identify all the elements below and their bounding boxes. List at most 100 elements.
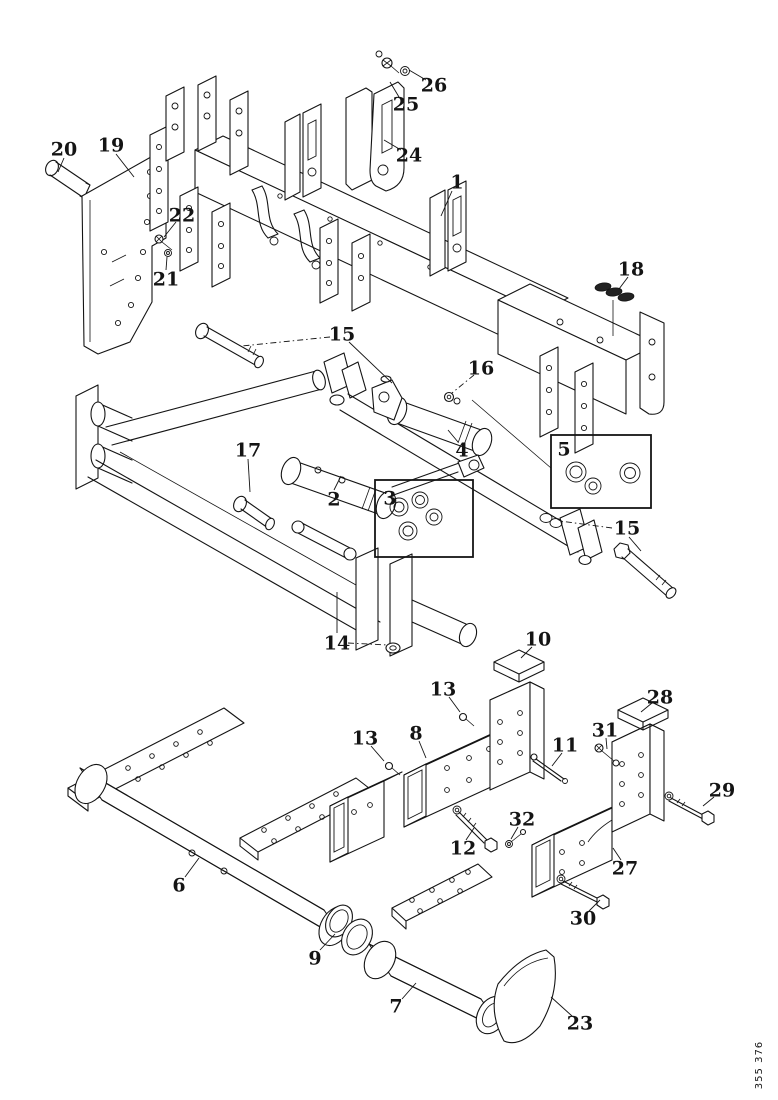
callout-26: 26 (421, 75, 447, 97)
callout-1: 1 (450, 172, 463, 194)
callout-19: 19 (98, 135, 124, 157)
callout-32: 32 (509, 809, 535, 831)
part-30-bolt (556, 874, 610, 910)
part-13-bolt-upper (458, 712, 475, 727)
part-27-bracket (531, 723, 665, 898)
part-18-washers (594, 282, 635, 336)
callout-7-leader-0 (401, 982, 417, 1000)
callout-6-leader-0 (184, 857, 200, 878)
part-29-bolt (664, 791, 715, 826)
part-15-pin-front (195, 322, 264, 369)
callout-32-leader-0 (510, 826, 519, 840)
callout-10: 10 (525, 629, 551, 651)
callout-3: 3 (383, 488, 396, 510)
callout-25-leader-0 (389, 81, 400, 98)
part-2-cylinder (280, 454, 485, 561)
callout-15-leader-0 (241, 336, 331, 347)
hardware-bolts (384, 712, 715, 910)
callout-15-leader-1 (348, 341, 393, 384)
callout-16-leader-0 (451, 374, 475, 394)
callout-23-leader-0 (550, 996, 573, 1017)
callout-7: 7 (389, 996, 402, 1018)
callout-15: 15 (614, 518, 640, 540)
callout-15-leader-0 (559, 520, 613, 529)
callout-12-leader-0 (465, 827, 475, 841)
callout-12: 12 (450, 838, 476, 860)
callout-5: 5 (557, 439, 570, 461)
part-17-pin (233, 495, 275, 531)
part-7-tube (363, 863, 509, 1035)
inset-box-5 (471, 399, 652, 509)
part-11-bolt (530, 753, 568, 784)
callout-1-leader-0 (440, 190, 453, 217)
part-16-cross (443, 391, 461, 405)
callout-16: 16 (468, 358, 494, 380)
part-20-pin (45, 159, 91, 199)
callout-20: 20 (51, 139, 77, 161)
callout-27: 27 (612, 858, 638, 880)
callout-10-leader-0 (520, 646, 533, 659)
part-25-26-fasteners (375, 50, 410, 76)
callout-29-leader-0 (702, 796, 715, 807)
part-1-main-frame (149, 75, 569, 355)
part-10-cap (493, 649, 545, 683)
callout-24: 24 (396, 145, 422, 167)
part-15-pin-rear (539, 513, 677, 599)
callout-30-leader-0 (588, 899, 601, 912)
part-32-bolt (505, 828, 527, 848)
callout-17: 17 (235, 440, 261, 462)
callout-9: 9 (308, 948, 321, 970)
callout-8-leader-0 (418, 740, 427, 759)
callout-23: 23 (567, 1013, 593, 1035)
figure-number: 355 376 (754, 1041, 765, 1089)
callout-14: 14 (324, 633, 350, 655)
part-31-bolt (594, 743, 620, 767)
callout-29: 29 (709, 780, 735, 802)
lower-frame-assembly (75, 352, 603, 657)
callout-27-leader-0 (612, 847, 622, 861)
callout-26-leader-0 (408, 69, 427, 81)
callout-22: 22 (169, 205, 195, 227)
part-24-bracket (345, 81, 405, 192)
part-13-bolt-lower (384, 761, 401, 776)
callout-11: 11 (552, 735, 578, 757)
callout-30: 30 (570, 908, 596, 930)
callout-31-leader-0 (605, 737, 608, 750)
receiver-tube-stub (329, 771, 403, 863)
callout-19-leader-0 (115, 153, 135, 178)
part-19-bracket (81, 152, 167, 355)
callout-28: 28 (647, 687, 673, 709)
callout-8: 8 (409, 723, 422, 745)
part-21-22-fasteners (154, 234, 173, 257)
part-9-cap (325, 904, 373, 956)
callout-11-leader-0 (551, 752, 563, 767)
callout-28-leader-0 (640, 702, 653, 713)
callout-13-leader-0 (370, 745, 385, 762)
part-12-bolt (452, 805, 498, 853)
callout-4-leader-0 (447, 429, 459, 443)
callout-20-leader-0 (57, 157, 65, 173)
part-23-shield (493, 949, 556, 1044)
callout-15: 15 (329, 324, 355, 346)
callout-31: 31 (592, 720, 618, 742)
callout-18-leader-0 (618, 276, 629, 290)
callout-21-leader-0 (165, 256, 168, 271)
callout-18: 18 (618, 259, 644, 281)
callout-25: 25 (393, 94, 419, 116)
part-4-cylinder (371, 375, 493, 457)
inset-box-3 (374, 479, 474, 558)
part-6-weldment (67, 707, 375, 947)
callout-24-leader-0 (383, 139, 402, 151)
callout-6: 6 (172, 875, 185, 897)
part-1-right-end (497, 283, 665, 454)
callout-17-leader-0 (247, 458, 251, 493)
callout-9-leader-0 (319, 933, 336, 951)
callout-13-leader-0 (448, 696, 461, 713)
callout-13: 13 (430, 679, 456, 701)
callout-2-leader-0 (333, 475, 342, 491)
callout-2: 2 (327, 489, 340, 511)
callout-13: 13 (352, 728, 378, 750)
